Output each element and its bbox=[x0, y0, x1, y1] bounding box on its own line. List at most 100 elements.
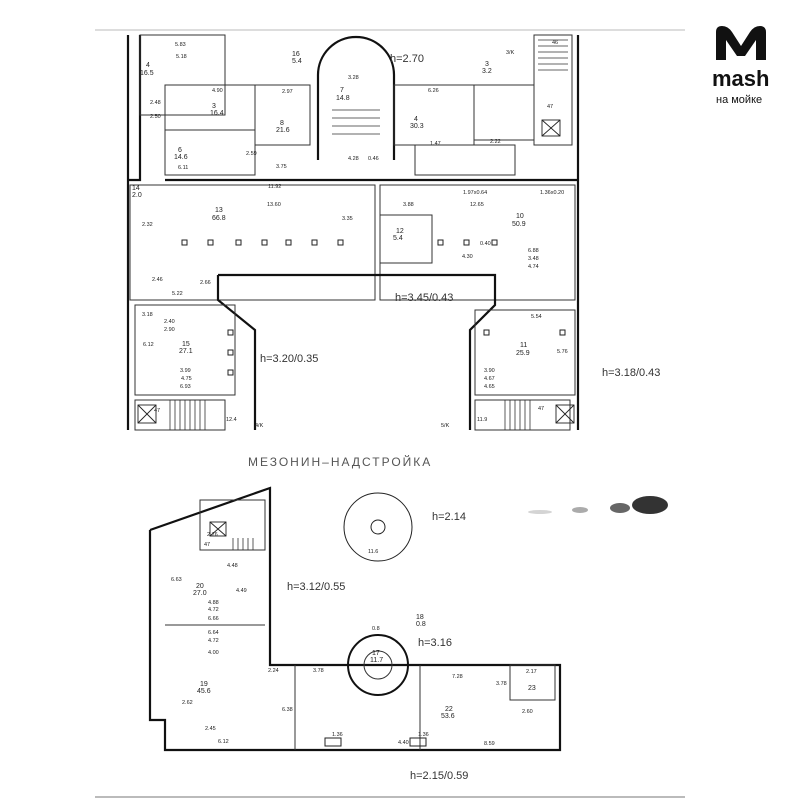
room-label-19: 19 bbox=[200, 681, 208, 688]
dim-lower-2: 4.48 bbox=[227, 563, 238, 569]
room-label-17: 17 bbox=[372, 650, 380, 657]
dim-lower-8: 6.64 bbox=[208, 630, 219, 636]
dim-upper-2: 2.50 bbox=[150, 114, 161, 120]
mezzanine-floor-plan bbox=[148, 486, 668, 752]
dim-upper-48: 11.9 bbox=[477, 417, 487, 423]
room-12-outline bbox=[379, 214, 433, 264]
dim-upper-29: 3.48 bbox=[528, 256, 539, 262]
dim-upper-40: 4.65 bbox=[484, 384, 495, 390]
room-label-3b: 3 bbox=[485, 61, 489, 68]
room-label-10: 10 bbox=[516, 213, 524, 220]
dim-lower-19: 2.45 bbox=[205, 726, 216, 732]
dim-upper-26: 2.66 bbox=[200, 280, 211, 286]
dim-upper-31: 5.54 bbox=[531, 314, 542, 320]
dim-lower-16: 2.60 bbox=[522, 709, 533, 715]
dim-upper-35: 3.99 bbox=[180, 368, 191, 374]
room-6-outline bbox=[164, 129, 256, 176]
logo-sub: на мойке bbox=[716, 94, 762, 106]
dim-upper-21: 3.35 bbox=[342, 216, 353, 222]
mash-logo: mash на мойке bbox=[712, 26, 769, 106]
dim-upper-19: 1.36x0.20 bbox=[540, 190, 564, 196]
room-area-10: 50.9 bbox=[512, 221, 526, 228]
room-area-12: 5.4 bbox=[393, 235, 403, 242]
room-label-12: 12 bbox=[396, 228, 404, 235]
room-label-8: 8 bbox=[280, 120, 284, 127]
room-area-18: 0.8 bbox=[416, 621, 426, 628]
dim-upper-18: 12.65 bbox=[470, 202, 484, 208]
height-label-h312: h=3.12/0.55 bbox=[287, 581, 345, 593]
height-label-h270: h=2.70 bbox=[390, 53, 424, 65]
room-area-11: 25.9 bbox=[516, 350, 530, 357]
height-label-h320: h=3.20/0.35 bbox=[260, 353, 318, 365]
stair-right-bottom bbox=[474, 399, 571, 431]
dim-lower-10: 4.00 bbox=[208, 650, 219, 656]
dim-upper-15: 11.92 bbox=[268, 184, 281, 190]
dim-lower-0: 2.76 bbox=[207, 532, 218, 538]
room-area-15: 27.1 bbox=[179, 348, 193, 355]
room-label-14: 14 bbox=[132, 185, 140, 192]
room-label-3a: 3 bbox=[212, 103, 216, 110]
mezzanine-room-labels: 20 27.0 19 45.6 17 11.7 22 53.6 18 0.8 2… bbox=[193, 583, 536, 720]
dim-upper-45: 46 bbox=[552, 40, 558, 46]
room-label-6: 6 bbox=[178, 147, 182, 154]
dim-upper-7: 6.26 bbox=[428, 88, 439, 94]
room-label-13: 13 bbox=[215, 207, 223, 214]
room-label-20: 20 bbox=[196, 583, 204, 590]
dim-upper-10: 4.28 bbox=[348, 156, 359, 162]
room-4b-outline bbox=[393, 84, 475, 146]
room-3a-outline bbox=[164, 84, 256, 131]
room-4a-outline bbox=[139, 34, 226, 116]
room-area-6: 14.6 bbox=[174, 154, 188, 161]
room-area-8: 21.6 bbox=[276, 127, 290, 134]
dim-upper-4: 4.90 bbox=[212, 88, 223, 94]
dim-upper-46: 47 bbox=[547, 104, 553, 110]
upper-room-labels: 16 5.4 4 16.5 3 16.4 8 21.6 7 14.8 4 30.… bbox=[132, 51, 530, 357]
dim-upper-11: 0.46 bbox=[368, 156, 379, 162]
height-label-h215: h=2.15/0.59 bbox=[410, 770, 468, 782]
dim-lower-22: 4.40 bbox=[398, 740, 409, 746]
dim-lower-18: 2.62 bbox=[182, 700, 193, 706]
dim-upper-28: 6.88 bbox=[528, 248, 539, 254]
ink-smudge bbox=[528, 496, 668, 514]
dim-lower-11: 2.24 bbox=[268, 668, 279, 674]
dim-upper-42: 6.12 bbox=[143, 342, 154, 348]
room-label-18: 18 bbox=[416, 614, 424, 621]
dim-upper-34: 2.90 bbox=[164, 327, 175, 333]
dim-upper-32: 3.18 bbox=[142, 312, 153, 318]
dim-upper-36: 4.75 bbox=[181, 376, 192, 382]
dim-lower-13: 7.28 bbox=[452, 674, 463, 680]
dim-upper-39: 4.67 bbox=[484, 376, 495, 382]
dim-upper-23: 0.40 bbox=[480, 241, 491, 247]
room-area-14: 2.0 bbox=[132, 192, 142, 199]
stair-46-outline bbox=[533, 34, 573, 146]
room-label-11: 11 bbox=[520, 342, 527, 349]
dim-upper-16: 13.60 bbox=[267, 202, 281, 208]
column-markers bbox=[181, 239, 566, 376]
room-11-outline bbox=[474, 309, 576, 396]
dim-lower-4: 4.49 bbox=[236, 588, 247, 594]
stair-rotunda-7 bbox=[316, 35, 396, 160]
dim-upper-5: 2.97 bbox=[282, 89, 293, 95]
dim-upper-0: 5.83 bbox=[175, 42, 186, 48]
room-area-19: 45.6 bbox=[197, 688, 211, 695]
dim-lower-6: 4.72 bbox=[208, 607, 219, 613]
room-15-outline bbox=[134, 304, 236, 396]
dim-lower-20: 6.12 bbox=[218, 739, 229, 745]
dim-upper-13: 2.22 bbox=[490, 139, 501, 145]
elevator-markers bbox=[137, 119, 575, 424]
dim-upper-37: 6.93 bbox=[180, 384, 191, 390]
stair-tower-17 bbox=[347, 634, 409, 696]
dim-upper-47: 12.4 bbox=[226, 417, 237, 423]
room-label-4a: 4 bbox=[146, 62, 150, 69]
room-area-13: 66.8 bbox=[212, 215, 226, 222]
room-label-16: 16 bbox=[292, 51, 300, 58]
height-label-h316: h=3.16 bbox=[418, 637, 452, 649]
dim-upper-43: 47 bbox=[154, 408, 160, 414]
mezzanine-outer-wall bbox=[148, 486, 562, 752]
room-label-7: 7 bbox=[340, 87, 344, 94]
dim-lower-9: 4.72 bbox=[208, 638, 219, 644]
dim-upper-17: 1.97x0.64 bbox=[463, 190, 487, 196]
dim-upper-12: 1.47 bbox=[430, 141, 441, 147]
